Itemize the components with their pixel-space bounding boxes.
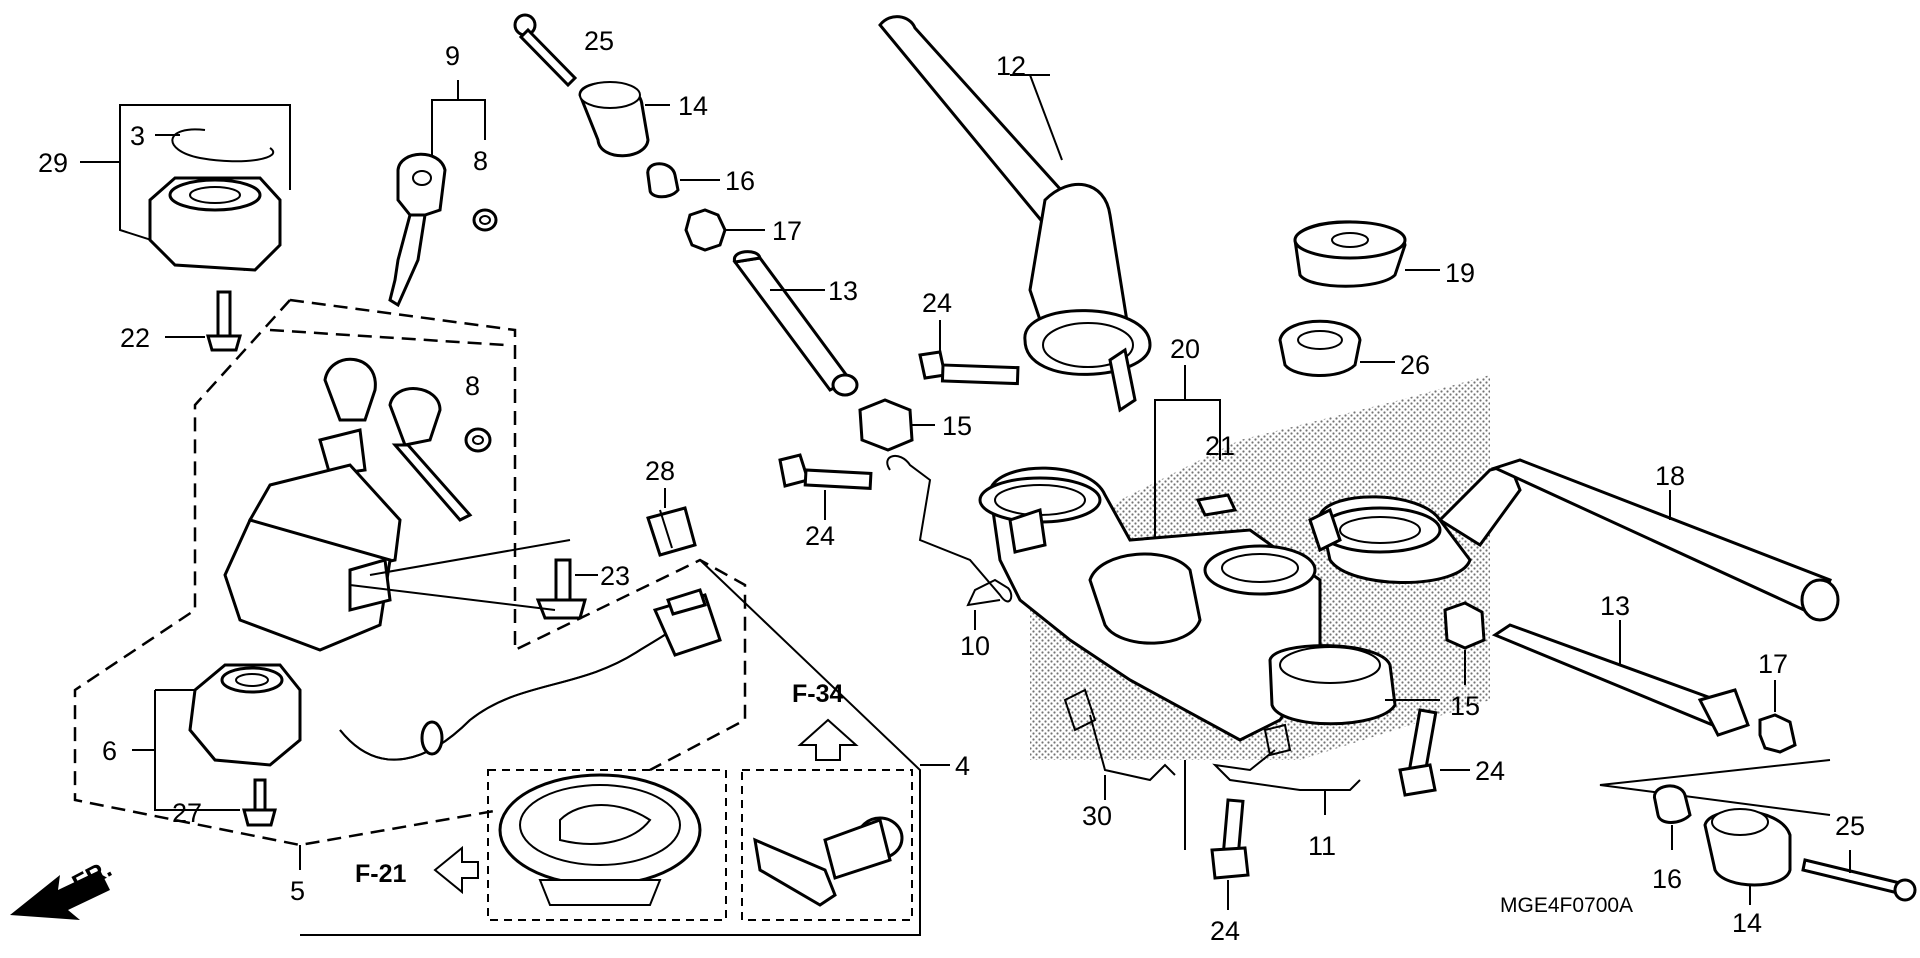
callout-13-right: 13 [1600, 591, 1630, 621]
bolt-24-lower [1210, 798, 1250, 880]
handlebar-left [878, 15, 1152, 413]
washer-8-lower [464, 427, 492, 453]
fuel-cap-box [487, 769, 727, 921]
washer-8-top [472, 208, 498, 232]
callout-27: 27 [172, 798, 202, 828]
callout-20: 20 [1170, 334, 1200, 364]
callout-17-top: 17 [772, 216, 802, 246]
rubber-17-right [1758, 713, 1797, 754]
clip-30 [1063, 688, 1176, 782]
callout-17-right: 17 [1758, 649, 1788, 679]
wire-clip-10 [886, 455, 1013, 607]
callout-14-top: 14 [678, 91, 708, 121]
plate-21 [1195, 493, 1238, 517]
callout-5: 5 [290, 876, 305, 906]
key [388, 152, 447, 308]
front-direction-arrow-icon [10, 870, 110, 920]
callout-24-upper: 24 [922, 288, 952, 318]
bolt-24-upper [918, 350, 1020, 386]
fuel-cap [498, 773, 702, 906]
collar-16-bottom [1653, 784, 1692, 824]
callout-25-bottom: 25 [1835, 811, 1865, 841]
screw-23 [535, 558, 587, 620]
callout-24-left: 24 [805, 521, 835, 551]
callout-21: 21 [1205, 431, 1235, 461]
rubber-15-top [858, 398, 914, 452]
callout-3: 3 [130, 121, 145, 151]
callout-11: 11 [1308, 831, 1336, 861]
callout-15-right: 15 [1450, 691, 1480, 721]
bolt-24-left [778, 453, 873, 490]
ref-f34[interactable]: F-34 [792, 680, 844, 708]
f21-arrow-icon [433, 845, 479, 895]
shaft-13-right [1491, 623, 1750, 737]
bar-end-weight-top [578, 81, 650, 158]
f34-arrow-icon [797, 718, 859, 761]
callout-9: 9 [445, 41, 460, 71]
callout-24-right: 24 [1475, 756, 1505, 786]
screw-27 [242, 778, 277, 827]
callout-25-top: 25 [584, 26, 614, 56]
wire-harness [339, 588, 722, 761]
callout-15-top: 15 [942, 411, 972, 441]
callout-13-top: 13 [828, 276, 858, 306]
cap-lock [753, 816, 904, 907]
callout-16-bottom: 16 [1652, 864, 1682, 894]
washer-26 [1278, 319, 1362, 377]
callout-16-top: 16 [725, 166, 755, 196]
cap-lock-box [741, 769, 913, 921]
callout-30: 30 [1082, 801, 1112, 831]
ignition-base [188, 663, 302, 767]
rubber-15-right [1443, 601, 1486, 650]
callout-26: 26 [1400, 350, 1430, 380]
callout-8-lower: 8 [465, 371, 480, 401]
bolt-22 [206, 290, 242, 352]
callout-23: 23 [600, 561, 630, 591]
callout-12: 12 [996, 51, 1026, 81]
handlebar-right [1308, 458, 1840, 622]
callout-4: 4 [955, 751, 970, 781]
bolt-24-right [1398, 708, 1438, 797]
collar-16-top [646, 162, 680, 199]
fuel-cap-kit-outline [300, 559, 921, 936]
connector-28 [646, 506, 697, 557]
top-nut-19 [1293, 220, 1407, 288]
rubber-17-top [684, 208, 727, 252]
diagram-code: MGE4F0700A [1500, 894, 1633, 917]
top-bridge [978, 466, 1397, 742]
bolt-25-top [513, 13, 578, 88]
callout-14-bottom: 14 [1732, 908, 1762, 938]
bolt-25-bottom [1801, 858, 1917, 902]
shaft-13-top [732, 250, 859, 397]
callout-10: 10 [960, 631, 990, 661]
callout-22: 22 [120, 323, 150, 353]
callout-28: 28 [645, 456, 675, 486]
ignition-switch [223, 357, 473, 652]
callout-18: 18 [1655, 461, 1685, 491]
callout-29: 29 [38, 148, 68, 178]
callout-6: 6 [102, 736, 117, 766]
callout-8-top: 8 [473, 146, 488, 176]
callout-19: 19 [1445, 258, 1475, 288]
clip-11 [1212, 723, 1361, 791]
steering-nut [148, 176, 282, 272]
callout-24-lower: 24 [1210, 916, 1240, 946]
bar-end-weight-bottom [1703, 808, 1792, 887]
kit-29-bracket [119, 104, 291, 190]
circlip [171, 128, 275, 163]
ref-f21[interactable]: F-21 [355, 860, 407, 888]
